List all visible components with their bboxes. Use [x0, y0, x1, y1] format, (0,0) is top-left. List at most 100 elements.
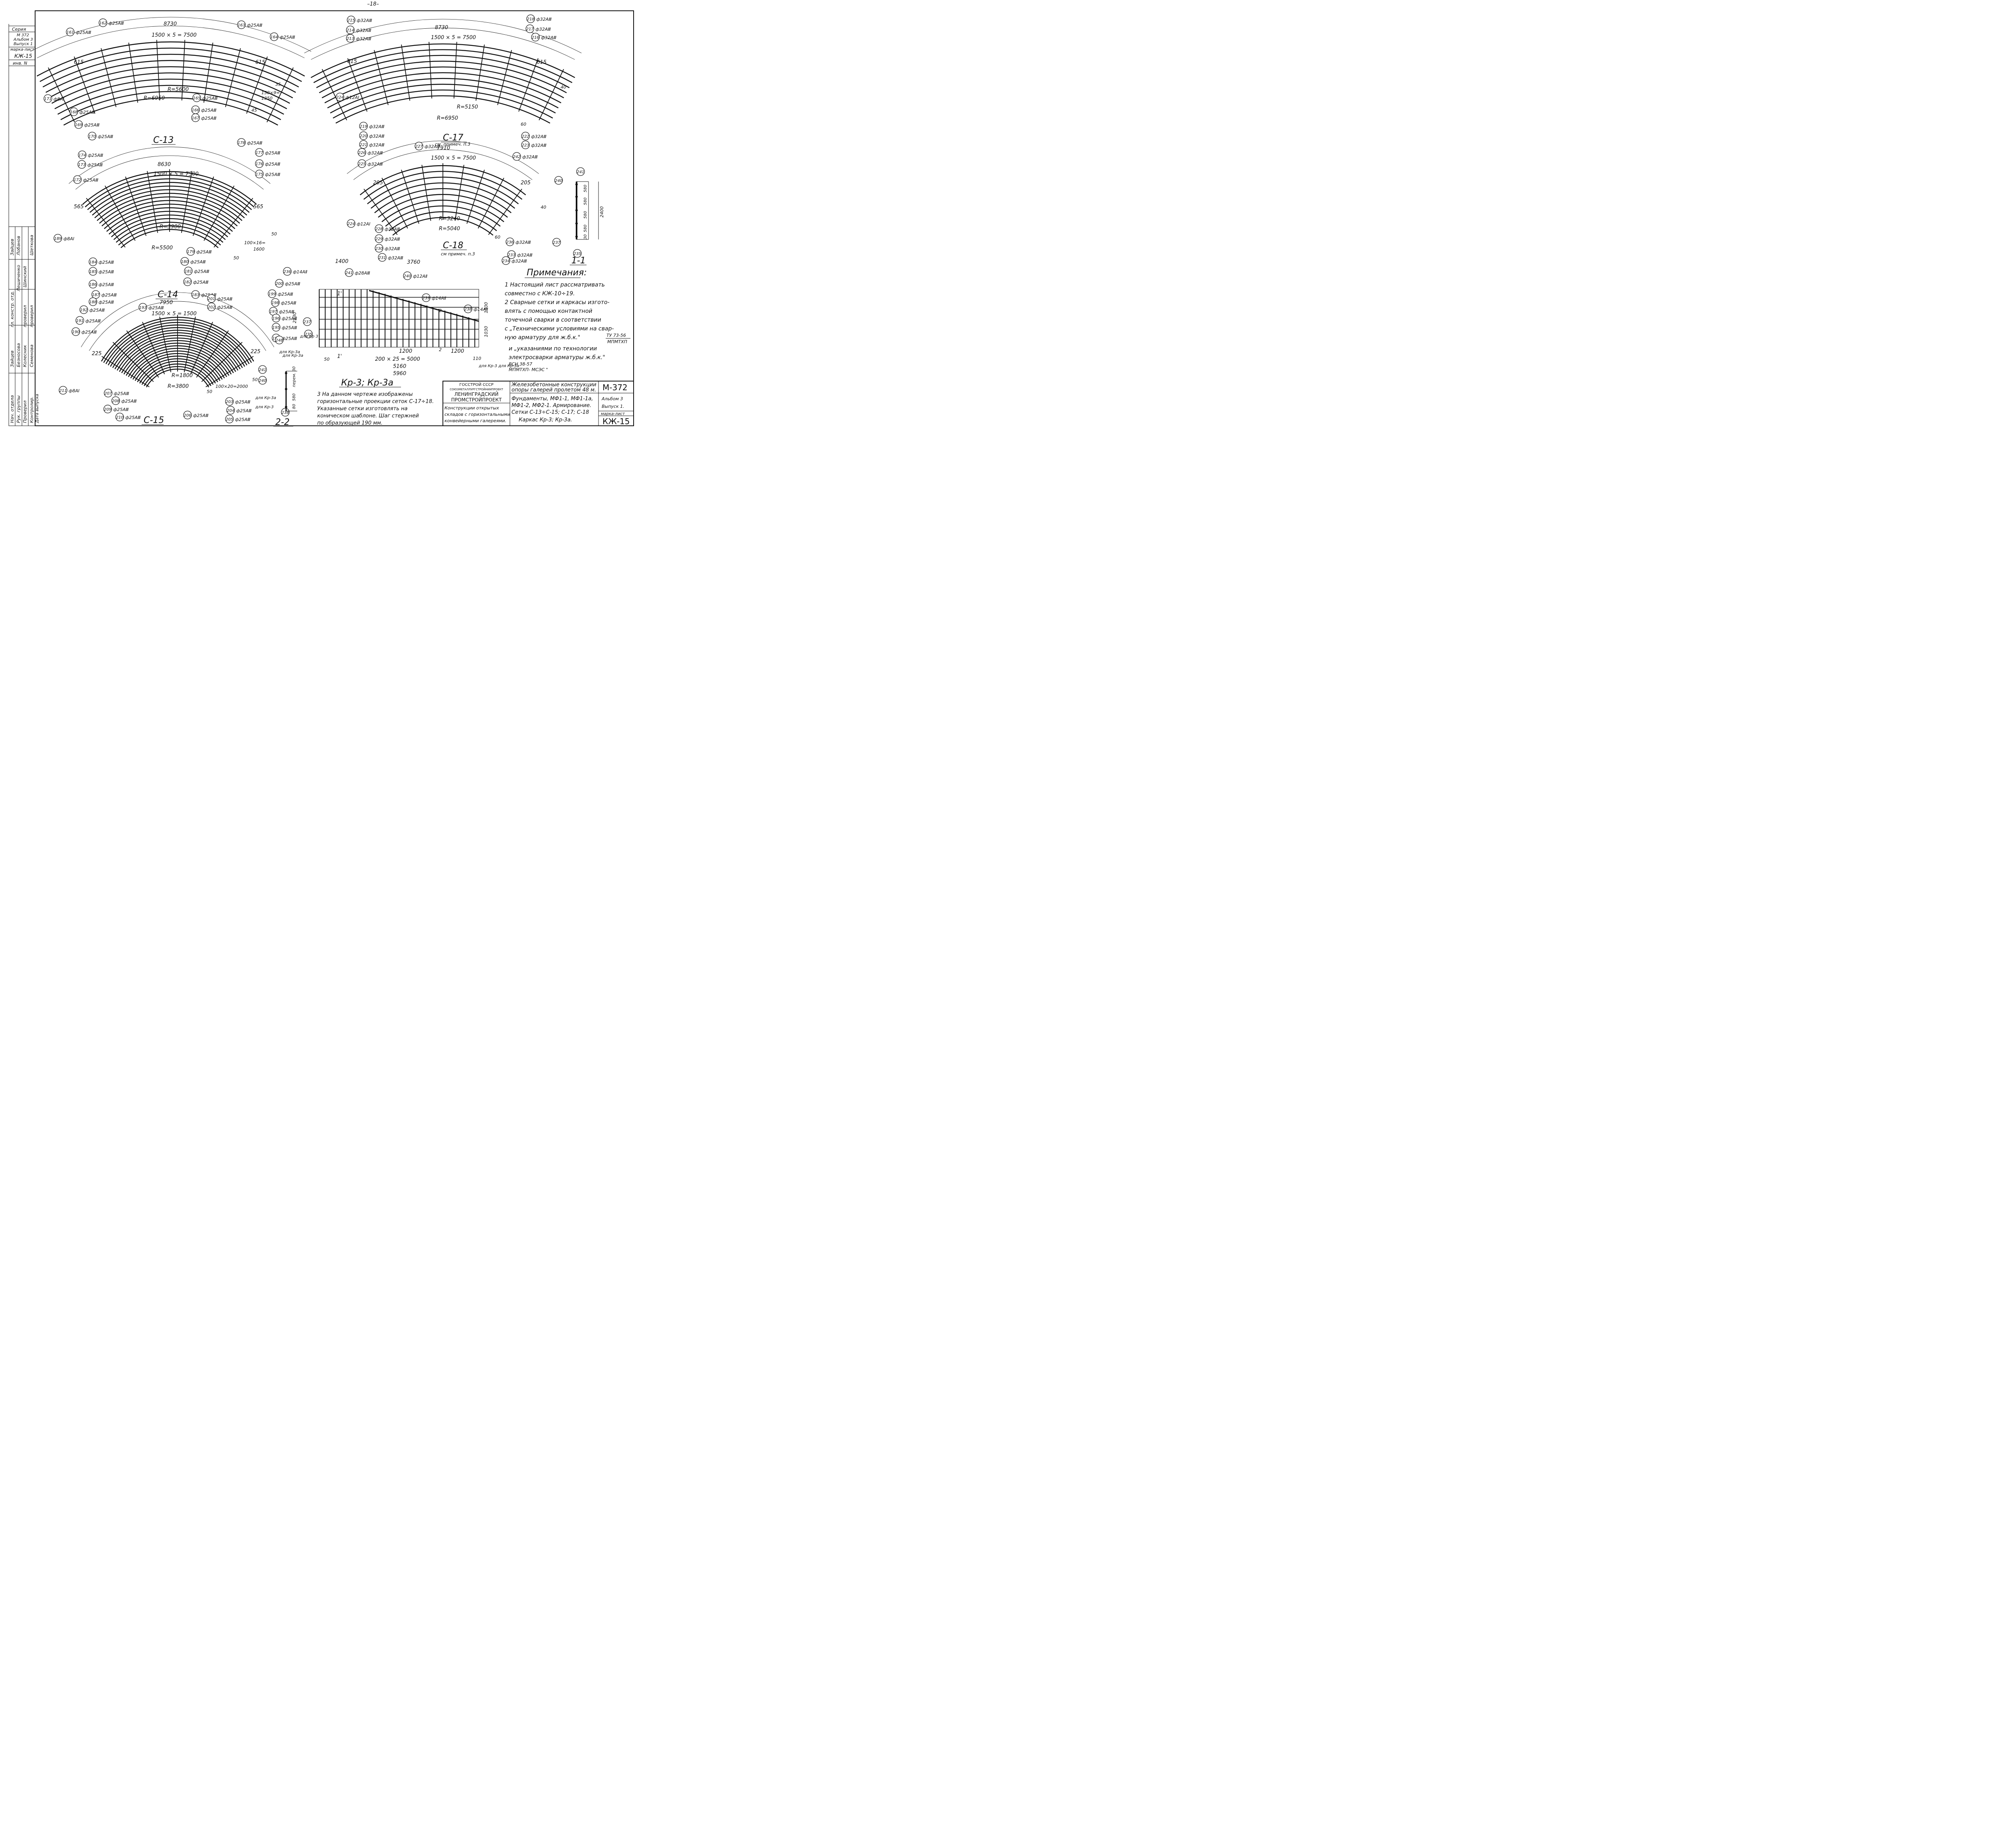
- note-ty-sub: МПМТХП: [607, 339, 627, 344]
- c14-callout-number: 176: [255, 162, 263, 166]
- c15-radial-bar: [184, 316, 196, 372]
- c14-callout-bubble: [89, 267, 97, 276]
- c15-callout-number: 201: [207, 297, 215, 301]
- cage-sloped-bar: [369, 290, 479, 322]
- note-line-3: 2 Сварные сетки и каркасы изгото-: [505, 299, 610, 306]
- c18-callout-number: 233: [508, 253, 515, 257]
- c13-arc-bar: [54, 79, 287, 109]
- c15-dimension-arc: [89, 301, 266, 351]
- cage-dim-top2: 3760: [407, 259, 420, 265]
- tb-proj3: конвейерными галереями.: [444, 418, 506, 423]
- c14-callout-bubble: [89, 257, 97, 266]
- tb-org2: СОЮЗМЕТАЛЛУРГСТРОЙНИИПРОЕКТ: [450, 387, 504, 391]
- c18-callout-bubble: [375, 224, 383, 233]
- c13-r-outer: R=6950: [144, 95, 165, 101]
- cage-dim-right1: 1300: [484, 302, 489, 313]
- c14-bar-mark: ф25АⅢ: [194, 269, 209, 274]
- c15-bar-mark: ф25АⅢ: [282, 336, 297, 341]
- c14-callout-number: 189: [54, 237, 61, 241]
- c13-callout-bubble: [192, 93, 201, 102]
- cage-callout-number: 235: [304, 332, 312, 337]
- cage-sec-mark2-top: 2: [439, 308, 442, 313]
- c14-bar-mark: ф25АⅢ: [190, 259, 206, 265]
- c17-end-left: 615: [347, 59, 357, 65]
- c15-bar-mark: ф25АⅢ: [121, 399, 137, 404]
- tb-album: Альбом 3: [601, 396, 623, 401]
- c15-radial-bar: [142, 322, 165, 374]
- c13-callout-number: 163: [237, 23, 245, 28]
- c17-arc-bar: [319, 61, 567, 93]
- c15-callout-bubble: [272, 314, 280, 322]
- c17-callout-bubble: [336, 93, 344, 101]
- cage-dim-mid2: 1200: [451, 348, 464, 354]
- cage-dim-right2: 1030: [484, 326, 489, 337]
- cage-callout-bubble: [422, 293, 431, 302]
- cage-callout-number: 238: [464, 307, 472, 312]
- c18-bar-mark: ф32АⅢ: [385, 237, 400, 242]
- c13-bar-mark: ф25АⅢ: [247, 23, 263, 28]
- c13-radial-bar: [156, 40, 160, 101]
- c14-bar-mark: ф25АⅢ: [99, 269, 114, 275]
- cage-callout-number: 240: [403, 274, 411, 279]
- c18-radial-bar: [401, 170, 419, 224]
- c17-arc-bar: [313, 49, 573, 83]
- note3-line-1: 3 На данном чертеже изображены: [317, 391, 413, 397]
- c15-callout-number: 196: [272, 316, 280, 321]
- c15-bar-mark: ф25АⅢ: [217, 305, 233, 310]
- c13-radial-total: 1350: [261, 96, 273, 101]
- c14-step: 1500 × 5 = 7500: [154, 171, 199, 177]
- c13-arc-bar: [63, 97, 279, 126]
- c17-callout-number: 220: [359, 134, 367, 138]
- c13-end-left: 615: [74, 59, 84, 65]
- s11-callout-bubble: [554, 176, 563, 185]
- c18-r-inner: R=3240: [439, 216, 460, 222]
- c18-bar-mark: ф32АⅢ: [522, 154, 538, 160]
- c15-title: С-15: [144, 415, 164, 425]
- c18-callout-bubble: [507, 250, 516, 259]
- c18-radial-bar: [488, 188, 522, 235]
- tb-mark-label: марка-лист: [601, 412, 625, 416]
- c14-r-outer: R=5500: [152, 245, 173, 251]
- sig-role-2: Рук. группы: [16, 395, 21, 423]
- cage-dim-110: 110: [473, 356, 481, 361]
- tb-series: М-372: [602, 383, 628, 392]
- c17-callout-bubble: [359, 122, 368, 130]
- c14-callout-bubble: [255, 148, 264, 157]
- mesh-c13-drawing: [30, 17, 312, 126]
- cage-sec-mark2-bottom: 2: [439, 347, 442, 352]
- c17-callout-number: 217: [526, 27, 534, 32]
- c14-bar-mark: ф25АⅢ: [99, 282, 114, 287]
- cage-kr3-drawing: [319, 289, 479, 348]
- c14-radial-bar: [105, 186, 136, 241]
- c14-dimension-arc: [75, 155, 264, 190]
- c13-callout-number: 169: [75, 123, 82, 127]
- sig-role2-2: проверил: [22, 305, 28, 327]
- c13-callout-number: 167: [192, 116, 200, 121]
- cage-for-kr3a: для Кр-3а: [282, 354, 303, 358]
- c13-callout-bubble: [99, 18, 107, 27]
- c13-radial-bar: [181, 40, 186, 101]
- c15-bar-mark: ф25АⅢ: [193, 413, 209, 418]
- s11-callout-number: 237: [553, 241, 561, 245]
- c15-callout-bubble: [71, 327, 80, 336]
- mesh-c17-drawing: [304, 19, 582, 124]
- c17-callout-bubble: [526, 14, 535, 23]
- c15-end-left: 225: [92, 351, 102, 357]
- note-line-1: 1 Настоящий лист рассматривать: [505, 282, 605, 288]
- cage-callout-bubble: [304, 330, 313, 338]
- c18-note: см примеч. п.3: [441, 251, 475, 257]
- c17-bar-mark: ф32АⅢ: [357, 18, 372, 23]
- c18-end-left: 205: [373, 180, 383, 186]
- c13-callout-number: 171: [44, 97, 51, 101]
- c15-bar-mark: ф25АⅢ: [113, 407, 129, 412]
- c14-callout-number: 182: [184, 280, 191, 285]
- note-line-4: влять с помощью контактной: [505, 308, 592, 314]
- section-2-2: для Кр-3а 80 580 перем. 30 для Кр-3а для…: [255, 350, 300, 427]
- c17-arc-bar: [316, 55, 570, 88]
- c15-callout-bubble: [275, 279, 284, 288]
- sheet-frame: [35, 10, 634, 426]
- c14-bar-mark: ф25АⅢ: [101, 293, 117, 298]
- c18-radial-bar: [466, 170, 485, 224]
- c14-callout-number: 177: [255, 151, 263, 155]
- s22-callout-number: 248: [275, 338, 283, 343]
